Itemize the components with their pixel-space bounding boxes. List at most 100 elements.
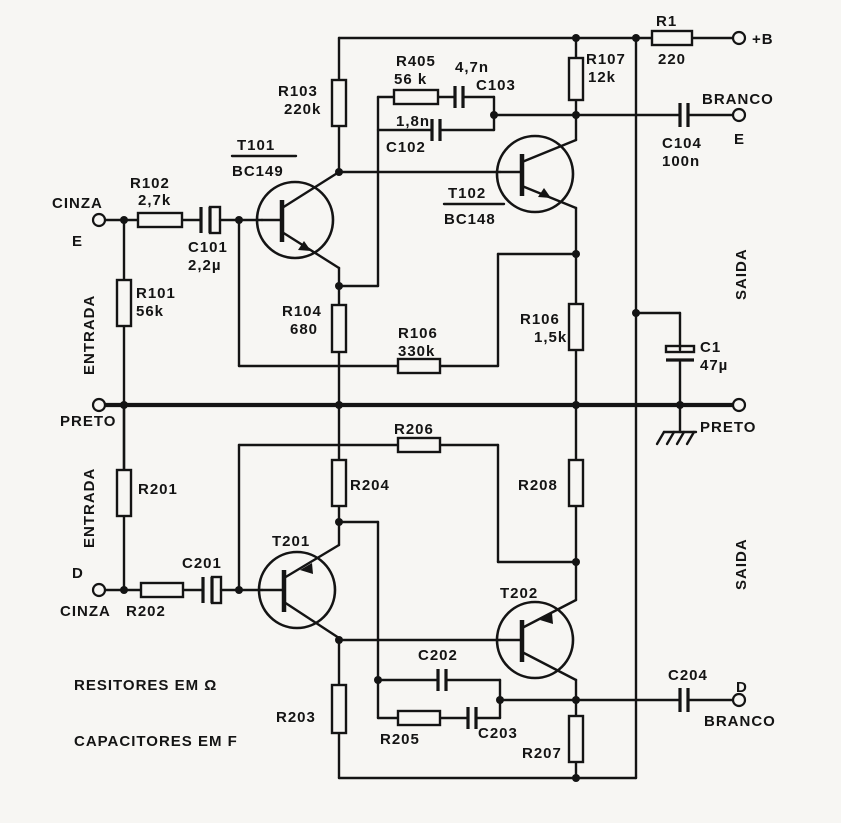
- label-ground-left: PRETO: [60, 413, 116, 430]
- ref-r105: R405: [396, 53, 436, 70]
- val-c102: 1,8n: [396, 113, 430, 130]
- resistor-r102: [136, 211, 184, 229]
- capacitor-c104: [678, 103, 690, 127]
- resistor-r208: [567, 458, 585, 508]
- label-entrada-bottom: ENTRADA: [81, 468, 98, 548]
- val-r103: 220k: [284, 101, 321, 118]
- ref-r205: R205: [380, 731, 420, 748]
- capacitor-c202: [436, 669, 448, 691]
- resistor-r107: [567, 56, 585, 102]
- label-input-bottom-channel: D: [72, 565, 84, 582]
- terminal-output-d: [731, 692, 747, 708]
- ref-r204: R204: [350, 477, 390, 494]
- label-input-top-channel: E: [72, 233, 83, 250]
- ref-c204: C204: [668, 667, 708, 684]
- capacitor-c201: [201, 575, 223, 605]
- capacitor-c102: [430, 119, 442, 141]
- label-supply: +B: [752, 31, 774, 48]
- resistor-r207: [567, 714, 585, 764]
- terminals: [91, 30, 747, 708]
- note-capacitors: CAPACITORES EM F: [74, 733, 238, 750]
- ref-r101: R101: [136, 285, 176, 302]
- type-t102: BC148: [444, 211, 496, 228]
- val-r102: 2,7k: [138, 192, 171, 209]
- label-input-bottom-color: CINZA: [60, 603, 111, 620]
- type-t101: BC149: [232, 163, 284, 180]
- ref-r207: R207: [522, 745, 562, 762]
- val-c101: 2,2µ: [188, 257, 222, 274]
- ref-t102: T102: [448, 185, 486, 202]
- ref-r102: R102: [130, 175, 170, 192]
- resistor-r204: [330, 458, 348, 508]
- terminal-ground-left: [91, 397, 107, 413]
- label-out-top-color: BRANCO: [702, 91, 774, 108]
- ref-c203: C203: [478, 725, 518, 742]
- ref-r106: R106: [398, 325, 438, 342]
- ref-c104: C104: [662, 135, 702, 152]
- ref-r104: R104: [282, 303, 322, 320]
- resistor-r105: [392, 88, 440, 106]
- label-out-bottom-color: BRANCO: [704, 713, 776, 730]
- resistor-r206: [396, 436, 442, 454]
- val-c104: 100n: [662, 153, 700, 170]
- terminal-output-e: [731, 107, 747, 123]
- ref-r203: R203: [276, 709, 316, 726]
- capacitor-c204: [678, 688, 690, 712]
- transistor-t102: [495, 134, 578, 214]
- val-r108: 1,5k: [534, 329, 567, 346]
- ref-t101: T101: [237, 137, 275, 154]
- ref-r108: R106: [520, 311, 560, 328]
- val-r1: 220: [658, 51, 686, 68]
- resistor-r108: [567, 302, 585, 352]
- ref-r202: R202: [126, 603, 166, 620]
- resistor-r203: [330, 683, 348, 735]
- val-r101: 56k: [136, 303, 164, 320]
- resistor-r104: [330, 303, 348, 354]
- resistor-r101: [115, 278, 133, 328]
- label-entrada-top: ENTRADA: [81, 295, 98, 375]
- transistor-t201: [257, 543, 341, 640]
- val-r105: 56 k: [394, 71, 427, 88]
- val-r104: 680: [290, 321, 318, 338]
- transistor-t101: [255, 170, 341, 270]
- capacitor-c203: [466, 707, 478, 729]
- ref-c101: C101: [188, 239, 228, 256]
- capacitor-c103: [453, 86, 465, 108]
- ref-c102: C102: [386, 139, 426, 156]
- resistors: [115, 29, 694, 764]
- terminal-input-e: [91, 212, 107, 228]
- terminal-input-d: [91, 582, 107, 598]
- ref-r206: R206: [394, 421, 434, 438]
- resistor-r1: [650, 29, 694, 47]
- terminal-ground-right: [731, 397, 747, 413]
- val-r107: 12k: [588, 69, 616, 86]
- label-input-top-color: CINZA: [52, 195, 103, 212]
- label-ground-right: PRETO: [700, 419, 756, 436]
- resistor-r103: [330, 78, 348, 128]
- note-resistors: RESITORES EM Ω: [74, 677, 217, 694]
- ref-r1: R1: [656, 13, 677, 30]
- label-saida-bottom: SAIDA: [733, 538, 750, 590]
- ref-t202: T202: [500, 585, 538, 602]
- capacitor-c1: [664, 344, 696, 362]
- ref-r107: R107: [586, 51, 626, 68]
- ref-t201: T201: [272, 533, 310, 550]
- ref-r208: R208: [518, 477, 558, 494]
- ground-symbol: [655, 430, 698, 446]
- val-r106: 330k: [398, 343, 435, 360]
- ref-c103: C103: [476, 77, 516, 94]
- junction-dots: [120, 34, 684, 782]
- resistor-r205: [396, 709, 442, 727]
- ref-c1: C1: [700, 339, 721, 356]
- capacitor-c101: [199, 205, 222, 235]
- terminal-supply: [731, 30, 747, 46]
- val-c103: 4,7n: [455, 59, 489, 76]
- resistor-r201: [115, 468, 133, 518]
- labels: CINZA E ENTRADA PRETO ENTRADA D CINZA R1…: [52, 13, 776, 762]
- capacitors: [199, 86, 696, 729]
- val-c1: 47µ: [700, 357, 728, 374]
- ref-c201: C201: [182, 555, 222, 572]
- label-saida-top: SAIDA: [733, 248, 750, 300]
- label-out-top-channel: E: [734, 131, 745, 148]
